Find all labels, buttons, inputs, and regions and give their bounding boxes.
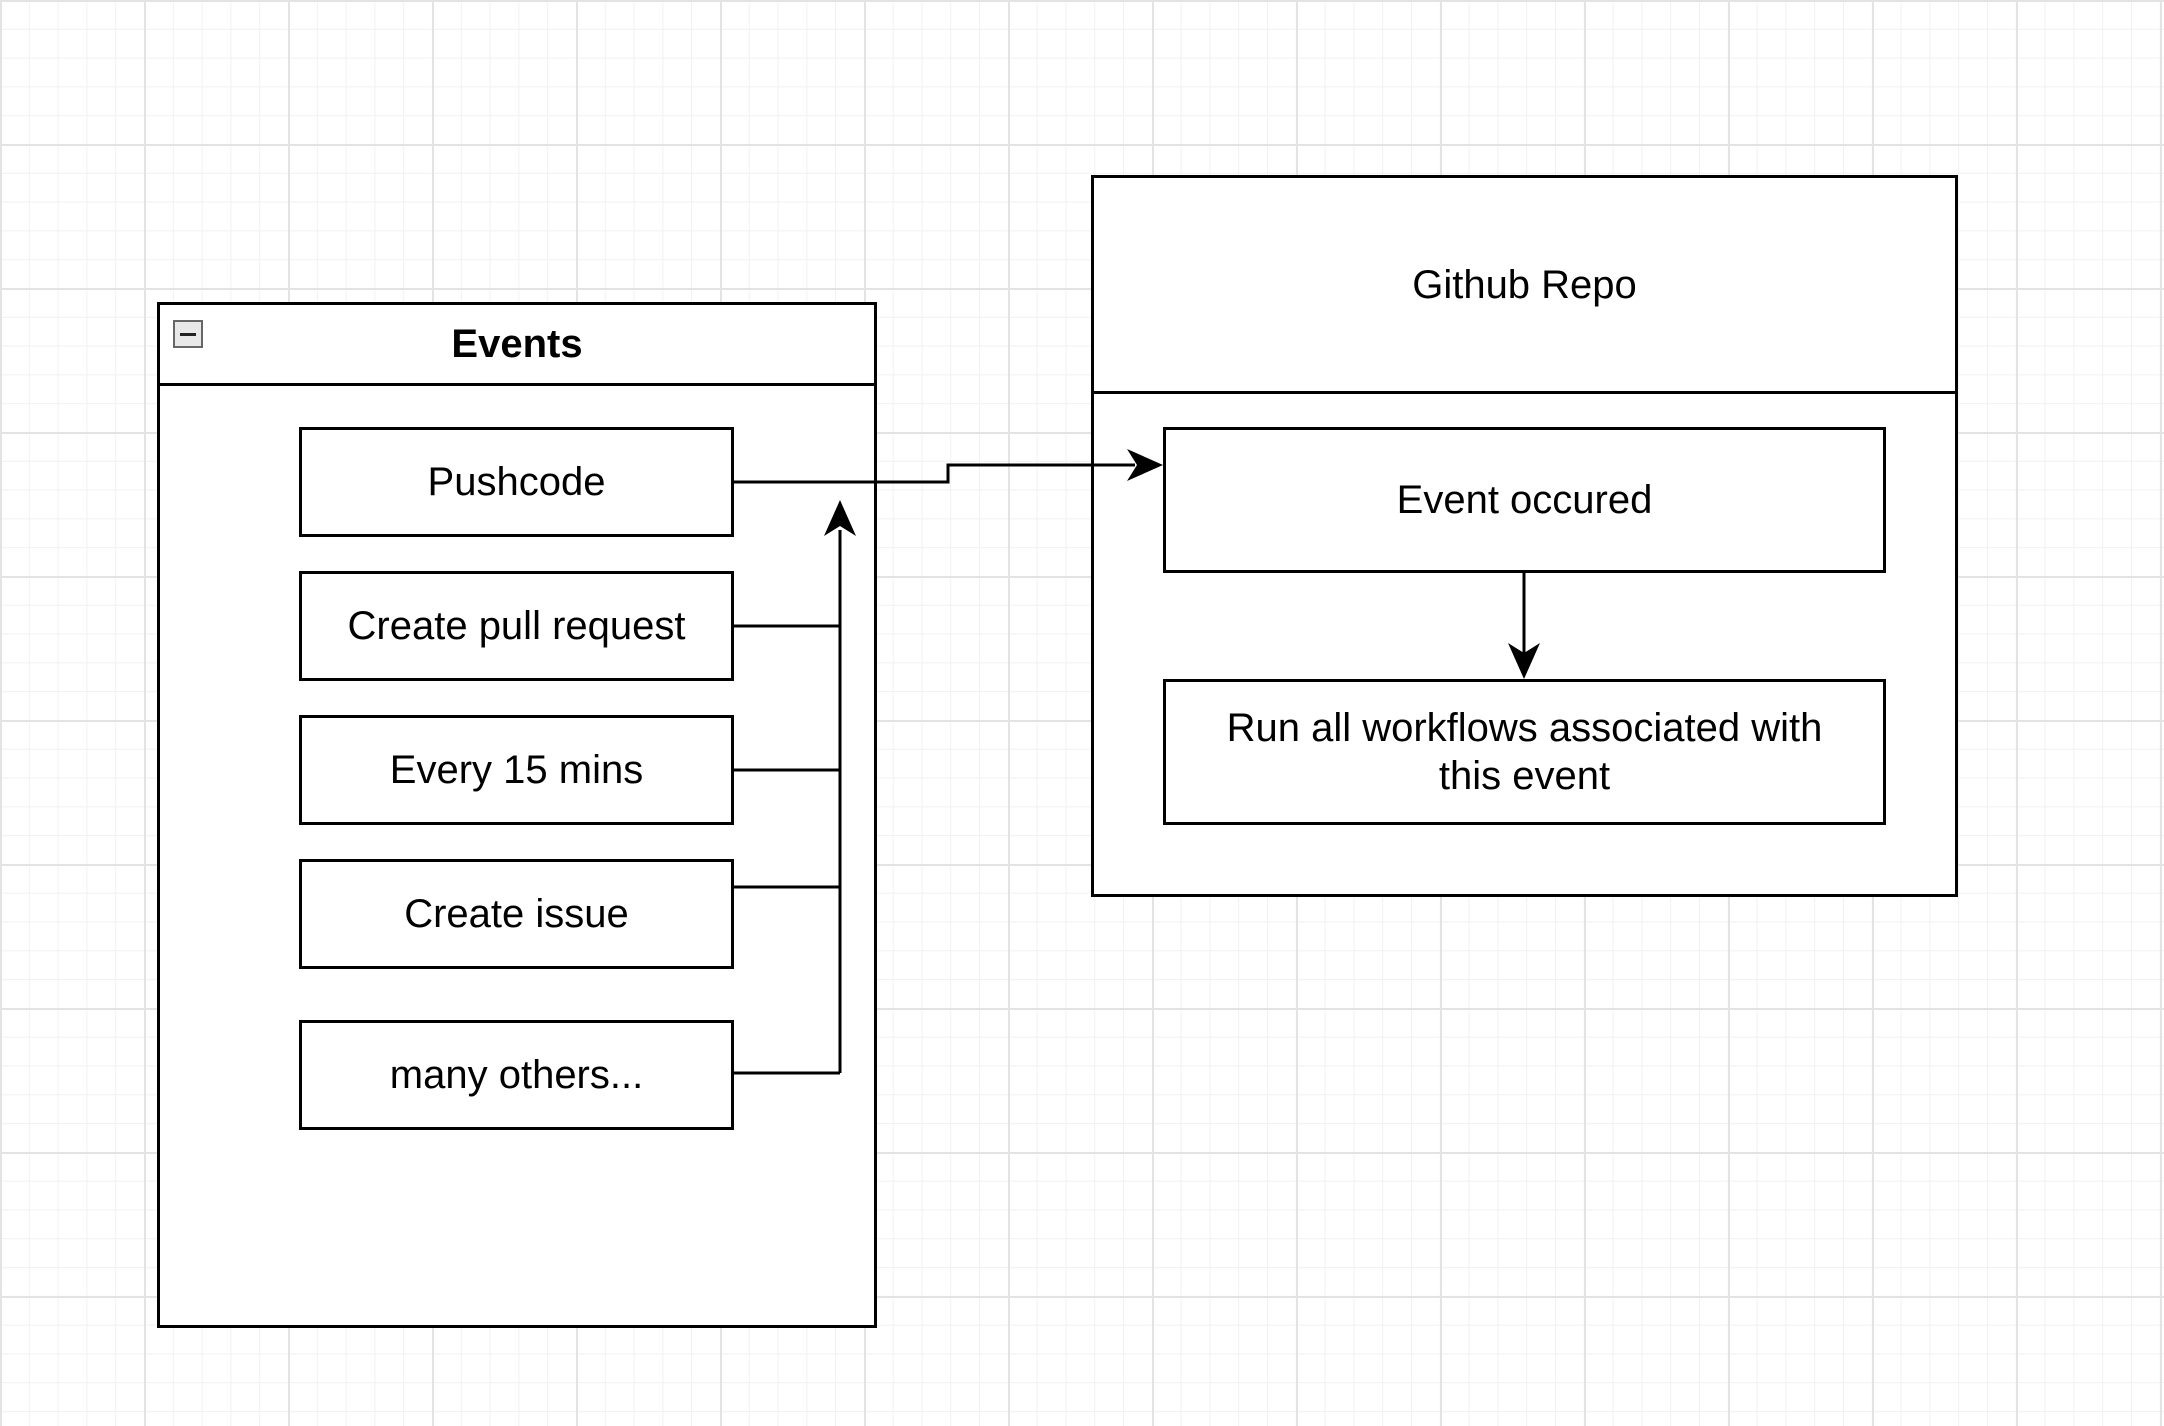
events-title: Events: [451, 322, 583, 366]
arrowhead-merge-up: [824, 500, 856, 536]
arrowhead-to-event-occured: [1127, 449, 1163, 481]
event-item-create-issue[interactable]: Create issue: [299, 859, 734, 969]
github-repo-header[interactable]: Github Repo: [1091, 175, 1958, 394]
event-item-many-others[interactable]: many others...: [299, 1020, 734, 1130]
event-item-pushcode[interactable]: Pushcode: [299, 427, 734, 537]
github-repo-title: Github Repo: [1412, 262, 1637, 307]
event-item-every-15-mins[interactable]: Every 15 mins: [299, 715, 734, 825]
minus-icon[interactable]: [173, 320, 203, 348]
event-occured-box[interactable]: Event occured: [1163, 427, 1886, 573]
connector-pushcode-to-event: [734, 463, 1135, 484]
arrowhead-to-workflows: [1508, 643, 1540, 679]
run-workflows-box[interactable]: Run all workflows associated with this e…: [1163, 679, 1886, 825]
event-item-create-pull-request[interactable]: Create pull request: [299, 571, 734, 681]
events-header[interactable]: Events: [157, 302, 877, 386]
